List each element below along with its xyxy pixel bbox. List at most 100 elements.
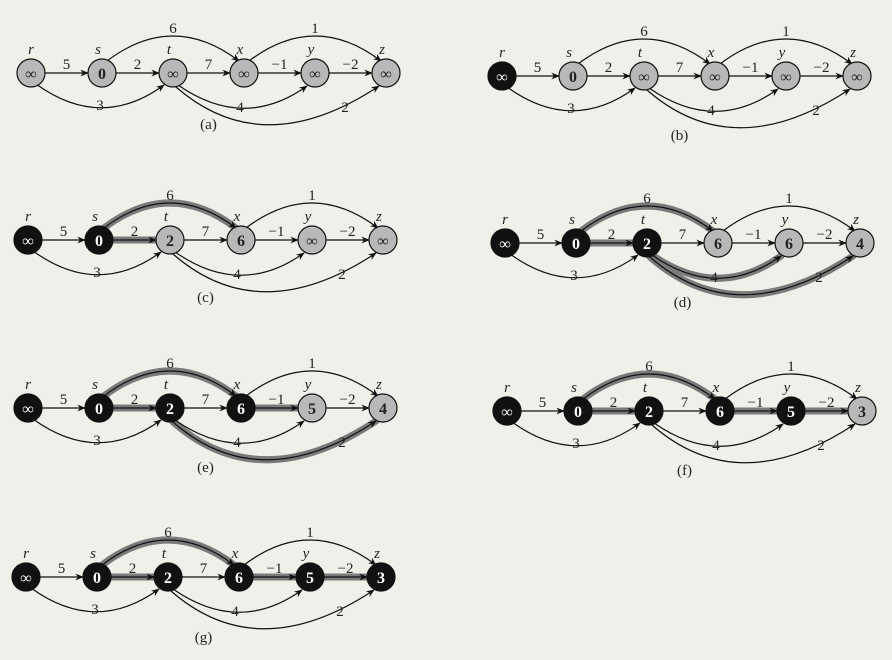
edge-weight-t-y: 4 — [231, 604, 239, 620]
edge-weight-t-x: 7 — [679, 227, 687, 243]
vertex-name-r: r — [28, 42, 34, 58]
edge-s-x — [103, 202, 237, 229]
edge-t-y — [174, 419, 305, 444]
edge-weight-r-s: 5 — [58, 561, 66, 577]
vertex-z — [368, 393, 398, 423]
vertex-name-x: x — [707, 45, 715, 61]
vertex-distance-x: 6 — [714, 236, 722, 253]
vertex-t — [634, 396, 664, 426]
edge-weight-r-s: 5 — [534, 60, 542, 76]
edge-weight-r-s: 5 — [537, 227, 545, 243]
edge-weight-t-y: 4 — [707, 103, 715, 119]
vertex-distance-z: ∞ — [380, 66, 391, 83]
vertex-distance-s: 0 — [95, 401, 103, 418]
edge-weight-x-z: 1 — [785, 191, 793, 207]
vertex-distance-y: ∞ — [309, 66, 320, 83]
edge-weight-s-t: 2 — [131, 392, 139, 408]
edge-s-x — [580, 205, 714, 232]
edge-t-z — [646, 88, 851, 129]
vertex-s — [87, 58, 117, 88]
vertex-distance-z: 3 — [858, 404, 866, 421]
panel-caption: (b) — [671, 128, 689, 144]
edge-s-x — [101, 539, 235, 566]
edge-weight-t-y: 4 — [710, 270, 718, 286]
vertex-distance-r: ∞ — [499, 236, 510, 253]
vertex-name-x: x — [233, 377, 241, 393]
edge-x-z — [719, 38, 853, 65]
edge-weight-r-s: 5 — [63, 57, 71, 73]
vertex-name-t: t — [641, 212, 646, 228]
vertex-name-r: r — [23, 546, 29, 562]
edge-weight-s-t: 2 — [605, 60, 613, 76]
vertex-r — [13, 393, 43, 423]
edge-weight-t-y: 4 — [233, 267, 241, 283]
edge-weight-x-y: −1 — [748, 395, 764, 411]
vertex-x — [226, 225, 256, 255]
vertex-t — [155, 393, 185, 423]
edge-weight-r-s: 5 — [60, 392, 68, 408]
vertex-distance-t: 2 — [645, 404, 653, 421]
panel-caption: (a) — [200, 117, 217, 133]
vertex-name-s: s — [569, 212, 575, 228]
vertex-s — [561, 228, 591, 258]
vertex-name-z: z — [854, 380, 861, 396]
vertex-distance-z: ∞ — [377, 233, 388, 250]
vertex-s — [82, 562, 112, 592]
vertex-distance-r: ∞ — [20, 570, 31, 587]
vertex-name-r: r — [502, 212, 508, 228]
vertex-t — [155, 225, 185, 255]
edge-weight-x-y: −1 — [746, 227, 762, 243]
vertex-distance-y: ∞ — [306, 233, 317, 250]
vertex-r — [492, 396, 522, 426]
vertex-distance-y: ∞ — [780, 69, 791, 86]
edge-r-t — [511, 421, 641, 447]
edge-weight-t-z: 2 — [817, 438, 825, 454]
vertex-distance-y: 5 — [787, 404, 795, 421]
edge-weight-s-x: 6 — [643, 191, 651, 207]
vertex-distance-z: ∞ — [851, 69, 862, 86]
edge-x-z — [722, 205, 856, 232]
edge-weight-s-x: 6 — [164, 525, 172, 541]
edge-weight-x-y: −1 — [743, 60, 759, 76]
vertex-z — [847, 396, 877, 426]
vertex-name-z: z — [849, 45, 856, 61]
vertex-name-z: z — [373, 546, 380, 562]
edge-s-x — [106, 35, 240, 62]
edge-weight-r-t: 3 — [91, 602, 99, 618]
vertex-name-x: x — [710, 212, 718, 228]
edge-weight-t-x: 7 — [681, 395, 689, 411]
edge-weight-x-z: 1 — [306, 525, 314, 541]
edge-weight-s-x: 6 — [169, 21, 177, 37]
edge-weight-x-y: −1 — [267, 561, 283, 577]
edge-weight-x-y: −1 — [269, 224, 285, 240]
edge-weight-s-t: 2 — [608, 227, 616, 243]
edge-weight-x-z: 1 — [782, 24, 790, 40]
vertex-distance-s: 0 — [574, 404, 582, 421]
vertex-r — [490, 228, 520, 258]
vertex-name-r: r — [504, 380, 510, 396]
vertex-name-r: r — [25, 377, 31, 393]
vertex-distance-x: 6 — [716, 404, 724, 421]
vertex-name-t: t — [164, 209, 169, 225]
edge-x-z — [245, 202, 379, 229]
vertex-t — [158, 58, 188, 88]
edge-weight-s-t: 2 — [131, 224, 139, 240]
panel-caption: (g) — [195, 630, 213, 646]
edge-weight-t-x: 7 — [202, 224, 210, 240]
edge-weight-t-z: 2 — [341, 100, 349, 116]
panel-caption: (f) — [677, 463, 692, 479]
edge-weight-x-y: −1 — [272, 57, 288, 73]
edge-weight-t-x: 7 — [205, 57, 213, 73]
vertex-name-y: y — [303, 377, 312, 393]
vertex-s — [563, 396, 593, 426]
vertex-t — [632, 228, 662, 258]
edge-t-y — [648, 87, 779, 112]
panel-caption: (c) — [197, 290, 214, 306]
edge-weight-y-z: −2 — [817, 227, 833, 243]
vertex-r — [16, 58, 46, 88]
